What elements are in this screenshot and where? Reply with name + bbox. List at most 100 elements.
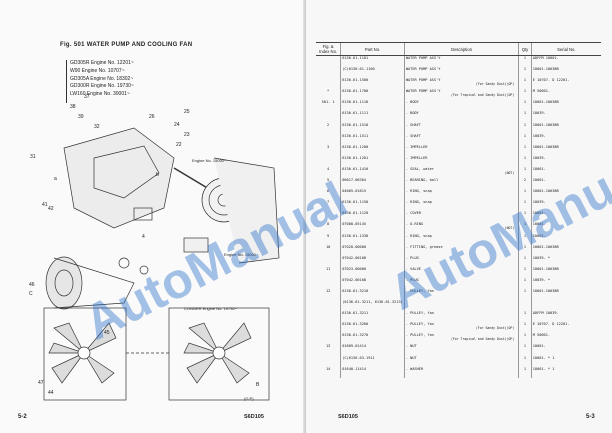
row-qty-text: 1 bbox=[523, 222, 527, 227]
row-qty-text: 1 bbox=[523, 133, 527, 138]
row-serial: 10001-10038B bbox=[530, 266, 601, 278]
row-description-text: . BEARING, ball bbox=[405, 178, 439, 183]
row-ref-text: 501- 1 bbox=[321, 100, 335, 105]
row-description: . PULLEY, fan bbox=[403, 311, 519, 323]
row-qty: 1 bbox=[518, 333, 532, 345]
row-part-no-text: 01640-11414 bbox=[342, 366, 367, 371]
header-serial: Serial No. bbox=[530, 42, 601, 56]
callout-label: 37 bbox=[84, 94, 90, 100]
callout-label: 47 bbox=[38, 380, 44, 386]
row-qty: 2 bbox=[518, 178, 532, 190]
row-description: . SHAFT bbox=[403, 122, 519, 134]
row-ref: 13 bbox=[316, 344, 341, 355]
row-part-no: 07023-00000 bbox=[340, 266, 405, 278]
callout-label: 25 bbox=[184, 109, 190, 115]
row-serial: 10001- bbox=[530, 222, 601, 234]
header-ref: Fig. & Index No. bbox=[316, 42, 341, 56]
row-qty: 1 bbox=[518, 355, 532, 367]
callout-label: 31 bbox=[30, 154, 36, 160]
row-serial-text: 10001- bbox=[532, 178, 546, 183]
callout-label: B bbox=[256, 382, 260, 388]
row-qty-text: 1 bbox=[523, 211, 527, 216]
row-ref: 5 bbox=[316, 178, 341, 189]
row-qty: 1 bbox=[518, 144, 532, 156]
row-part-no-text: 6136-61-1510 bbox=[342, 122, 369, 127]
row-ref-text: 4 bbox=[327, 166, 330, 171]
row-serial: E 10707- D 12201- bbox=[530, 322, 601, 334]
row-description-text: . PLUG bbox=[405, 255, 419, 260]
row-qty-text: 1 bbox=[523, 166, 527, 171]
row-description-text: . SEAL, water bbox=[405, 166, 434, 171]
row-description: . PLUG bbox=[403, 277, 519, 289]
row-part-no: (C)6136-61-1100 bbox=[340, 67, 405, 79]
row-ref-text: 5 bbox=[327, 178, 330, 183]
row-serial: 10039- bbox=[530, 111, 601, 123]
row-part-no-text: 6136-61-1120 bbox=[342, 211, 369, 216]
row-qty: 1 bbox=[518, 67, 532, 79]
left-page: Fig. 501 WATER PUMP AND COOLING FAN GD30… bbox=[18, 42, 280, 420]
row-part-no-text: 6136-61-1700 bbox=[342, 89, 369, 94]
row-qty: 1 bbox=[518, 189, 532, 201]
row-qty bbox=[518, 300, 532, 312]
row-part-no-text: 6136-61-1200 bbox=[342, 144, 369, 149]
row-ref bbox=[316, 78, 341, 89]
row-serial-text: E 10707- D 12201- bbox=[532, 78, 570, 83]
row-qty-text: 1 bbox=[523, 344, 527, 349]
row-serial: 10039- * bbox=[530, 255, 601, 267]
row-serial: 10001-10038B bbox=[530, 244, 601, 256]
row-qty: 1 bbox=[518, 233, 532, 245]
row-serial: 10001-10038B bbox=[530, 100, 601, 112]
row-part-no: 6136-61-1510 bbox=[340, 122, 405, 134]
row-ref: 14 bbox=[316, 367, 341, 378]
row-part-no-text: 04065-01815 bbox=[342, 189, 367, 194]
row-description: . WASHER bbox=[403, 366, 519, 378]
right-page: Fig. & Index No. Part No. Description Qt… bbox=[306, 0, 612, 433]
row-description: WATER PUMP ASS'Y bbox=[403, 67, 519, 79]
row-description: . SHAFT bbox=[403, 133, 519, 145]
row-serial: 10039- bbox=[530, 155, 601, 167]
row-description: . VALVE bbox=[403, 266, 519, 278]
row-part-no: 6136-61-1200 bbox=[340, 144, 405, 156]
callout-label: 22 bbox=[176, 142, 182, 148]
row-qty-text: 1 bbox=[523, 200, 527, 205]
table-row: (6136-61-3211, 6136-61-3213) bbox=[316, 300, 601, 312]
row-qty-text: 1 bbox=[523, 244, 527, 249]
row-ref bbox=[316, 300, 341, 311]
row-qty: 1 bbox=[518, 344, 532, 356]
row-serial: 10001-10038B bbox=[530, 144, 601, 156]
row-description-text: . VALVE bbox=[405, 266, 421, 271]
row-part-no: 06017-06304 bbox=[340, 178, 405, 190]
callout-label: 41 bbox=[42, 202, 48, 208]
row-serial-text: 10001- bbox=[532, 166, 546, 171]
row-ref-text: 2 bbox=[327, 122, 330, 127]
row-description-text: . PULLEY, fan bbox=[405, 322, 434, 327]
row-serial: 10039- bbox=[530, 133, 601, 145]
row-qty: 1 bbox=[518, 133, 532, 145]
row-serial-text: 10001- * 1 bbox=[532, 355, 555, 360]
row-serial-text: 10039- bbox=[532, 155, 546, 160]
row-qty-text: 1 bbox=[523, 144, 527, 149]
row-description-text: . RING, snap bbox=[405, 200, 432, 205]
row-qty-text: 1 bbox=[523, 189, 527, 194]
row-part-no-text: 01809-01414 bbox=[342, 344, 367, 349]
row-part-no-text: 06017-06304 bbox=[342, 178, 367, 183]
row-qty-text: 1 bbox=[523, 277, 527, 282]
header-description: Description bbox=[403, 42, 519, 56]
callout-label: 45 bbox=[104, 330, 110, 336]
row-description-text: . PULLEY, fan bbox=[405, 311, 434, 316]
row-description-text: . SHAFT bbox=[405, 122, 421, 127]
row-part-no-text: 6136-61-1101 bbox=[342, 56, 369, 60]
row-part-no: 07020-00000 bbox=[340, 244, 405, 256]
row-serial-text: E 10707- D 12201- bbox=[532, 322, 570, 327]
row-part-no-text: 6136-61-1410 bbox=[342, 166, 369, 171]
row-qty-text: 1 bbox=[523, 333, 527, 338]
row-description-text: . BODY bbox=[405, 111, 419, 116]
row-serial-text: 10039- * bbox=[532, 277, 551, 282]
row-description: WATER PUMP ASS'Y bbox=[403, 55, 519, 68]
row-ref: 9 bbox=[316, 234, 341, 245]
row-description: . RING, snap bbox=[403, 233, 519, 245]
row-description: . NUT bbox=[403, 355, 519, 367]
row-description bbox=[403, 300, 519, 312]
row-description-text: . NUT bbox=[405, 355, 417, 360]
